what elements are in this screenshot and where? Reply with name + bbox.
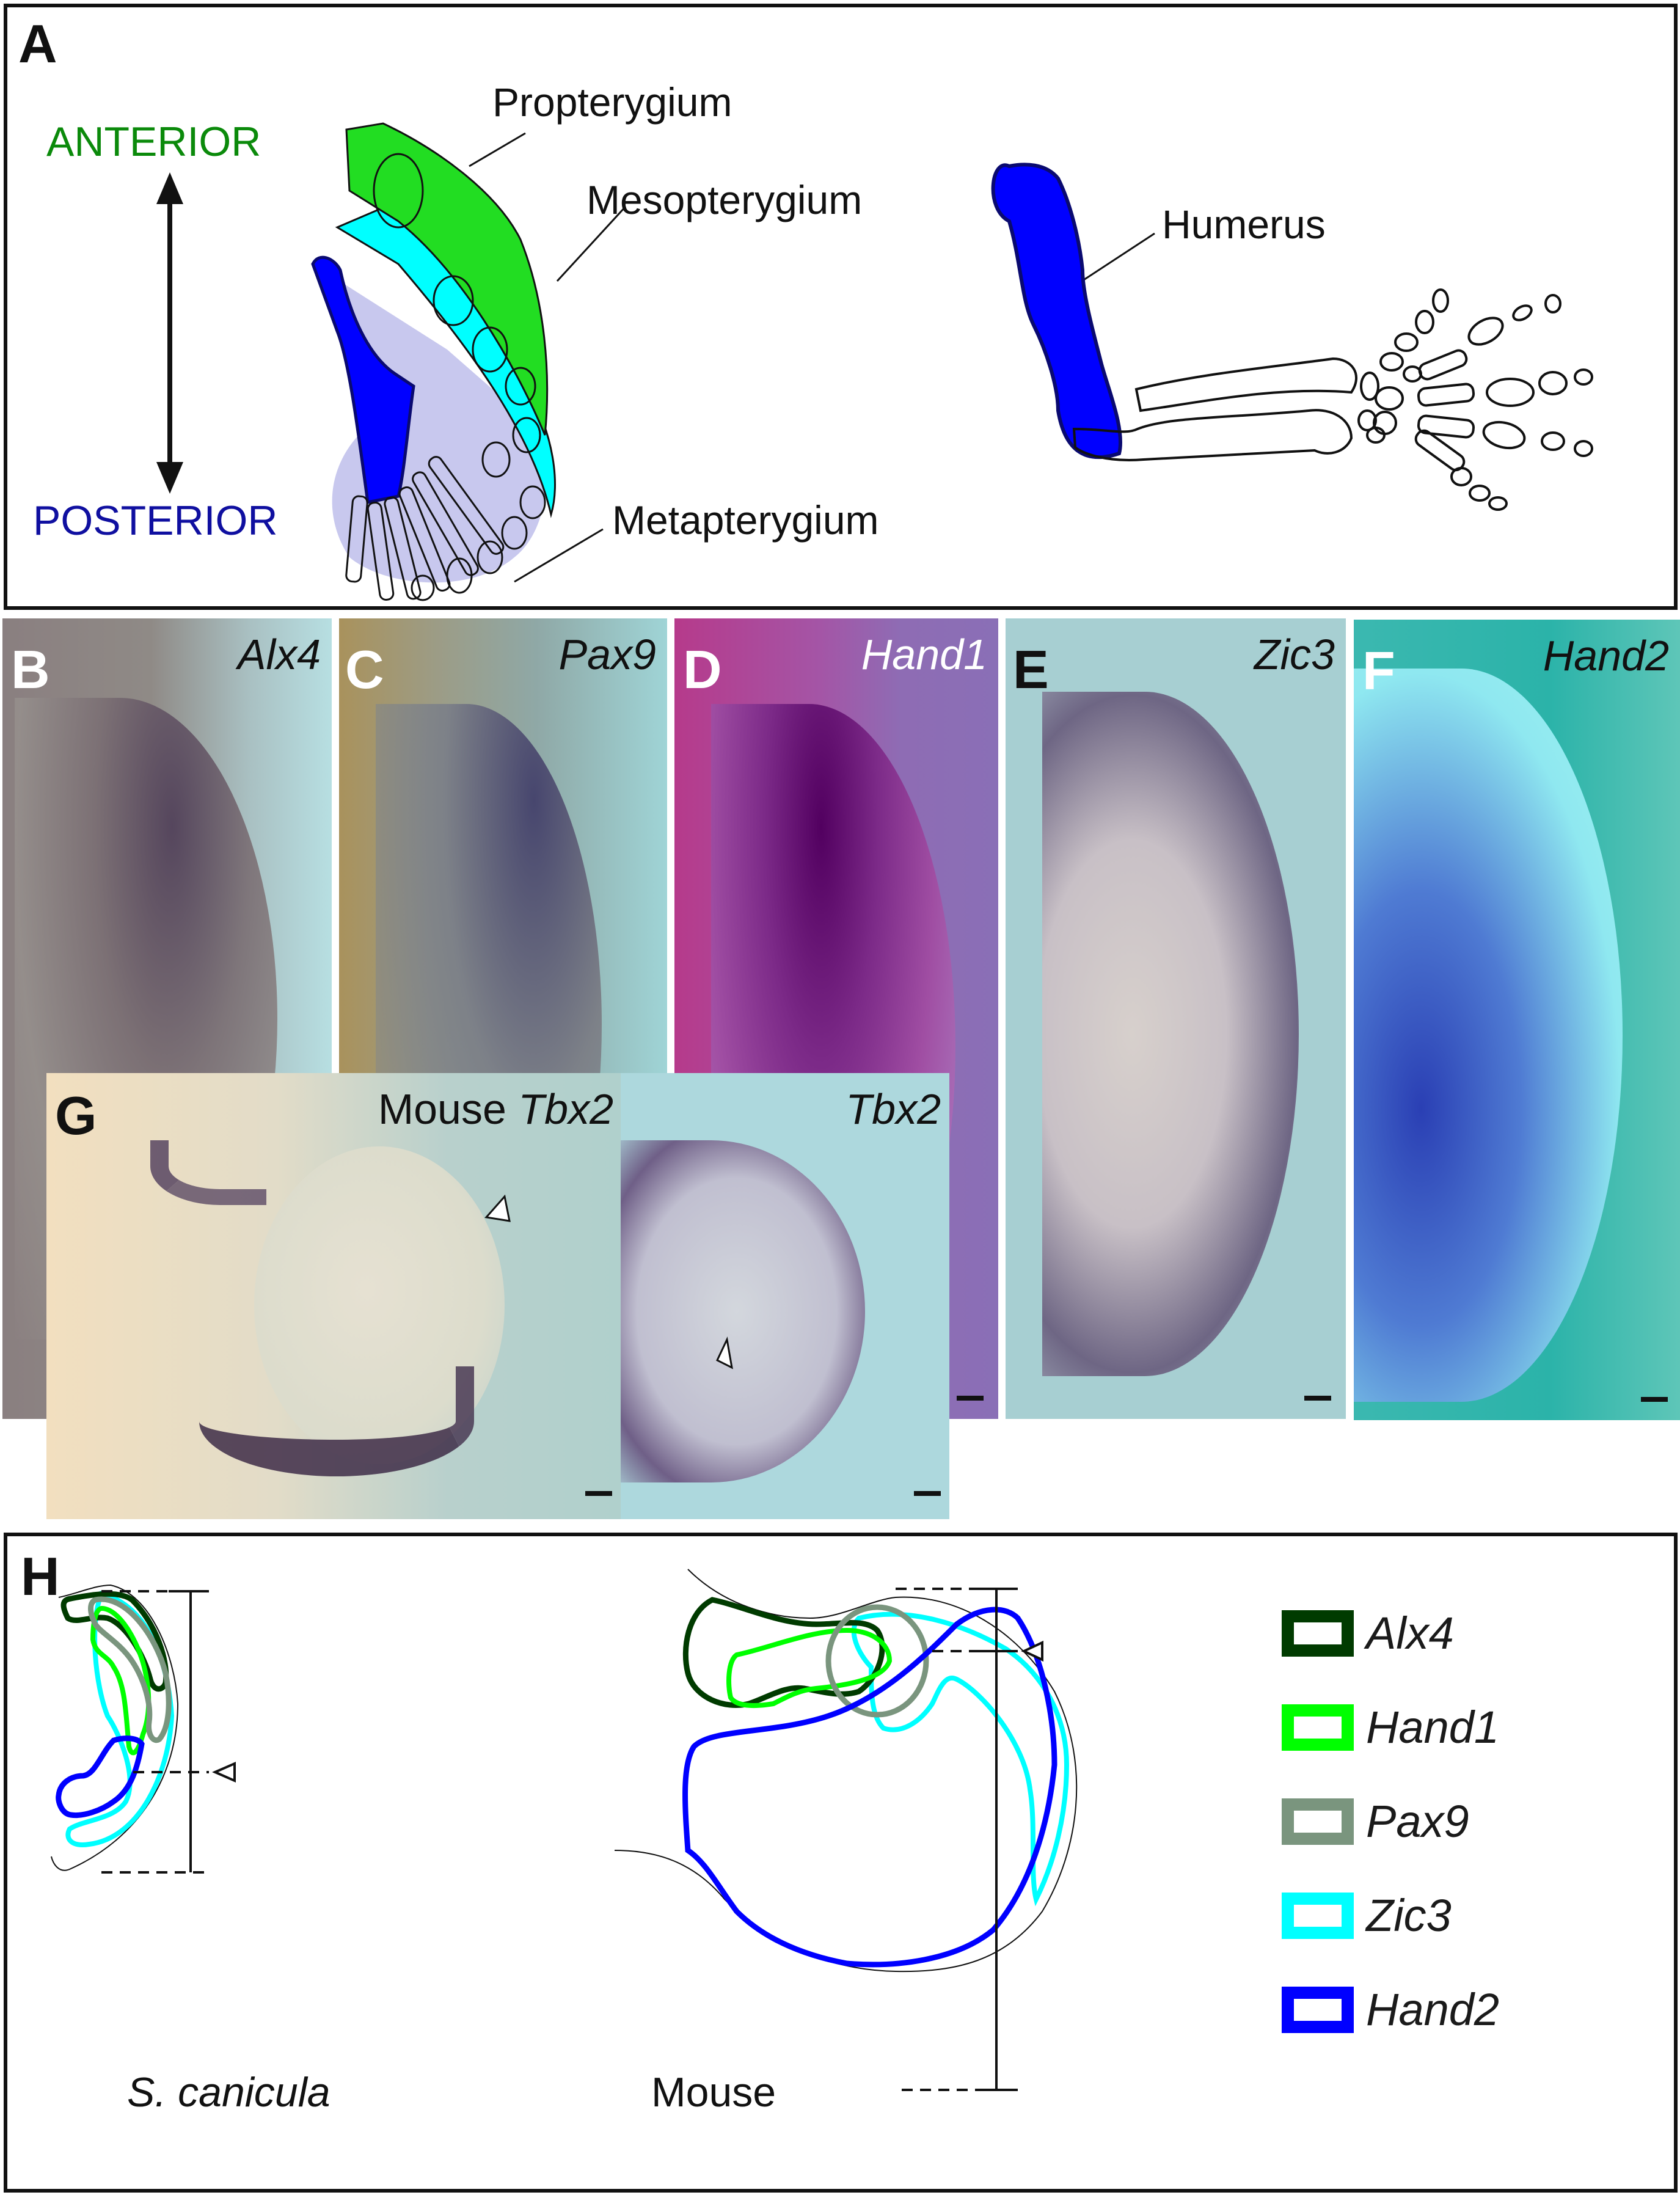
mouse-pax9 [825,1604,929,1718]
tbx2-stain-posterior [199,1366,474,1476]
panel-a: A ANTERIOR POSTERIOR Propterygium Mesopt… [4,4,1678,610]
legend-label: Hand1 [1366,1702,1500,1753]
photo-panel-g-mouse: G Mouse Tbx2 [46,1073,621,1519]
shark-hand2 [56,1735,145,1819]
gene-name: Tbx2 [518,1085,613,1133]
mouse-limb-diagram [991,163,1593,511]
legend-swatch-pax9 [1282,1798,1354,1845]
legend-label: Zic3 [1366,1890,1452,1941]
fin-bud [621,1140,865,1482]
mouse-hand2 [682,1607,1057,1968]
fin-stain [1354,669,1623,1402]
mouse-hand1 [726,1627,893,1708]
panel-d-label: D [683,639,722,700]
forearm-and-digit-bones [1072,288,1593,511]
panel-c-label: C [345,639,384,700]
panel-g-right-gene: Tbx2 [845,1085,941,1133]
shark-alx4 [60,1591,169,1692]
legend-item-zic3: Zic3 [1282,1889,1452,1941]
propterygium-region [345,122,549,436]
scale-bar [585,1491,612,1496]
panel-e-gene: Zic3 [1254,631,1335,678]
shark-fin-outline [51,1584,179,1871]
legend-label: Hand2 [1366,1984,1500,2035]
propterygium-label: Propterygium [492,79,732,125]
panel-h: H [4,1533,1678,2193]
scale-bar [1641,1397,1668,1402]
species-label-mouse: Mouse [651,2069,776,2116]
scale-bar [1304,1396,1331,1401]
anterior-label: ANTERIOR [46,119,261,165]
panel-e-label: E [1013,639,1049,700]
humerus-label: Humerus [1162,202,1326,247]
anterior-posterior-arrow [156,172,183,494]
legend-item-alx4: Alx4 [1282,1607,1454,1659]
panel-f-label: F [1362,640,1395,701]
scale-bar [957,1396,984,1401]
shark-fin-diagram [311,122,1155,601]
posterior-label: POSTERIOR [33,497,278,544]
legend-item-pax9: Pax9 [1282,1795,1469,1847]
legend-swatch-alx4 [1282,1610,1354,1657]
legend-label: Pax9 [1366,1796,1469,1847]
photo-panel-f: F Hand2 [1354,620,1680,1420]
mouse-boundary-arrowhead [1021,1640,1043,1662]
panel-d-gene: Hand1 [861,631,987,678]
legend-swatch-hand1 [1282,1704,1354,1751]
panel-h-label: H [21,1546,60,1607]
scale-bar [914,1491,941,1496]
expression-schematic [51,1569,1078,2091]
panel-c-gene: Pax9 [558,631,656,678]
mesopterygium-label: Mesopterygium [586,177,863,222]
legend-swatch-zic3 [1282,1892,1354,1939]
panel-a-label: A [18,13,57,74]
panel-g-left-title: Mouse Tbx2 [378,1088,613,1130]
legend-item-hand2: Hand2 [1282,1984,1499,2036]
arrowhead-marker [484,1194,511,1222]
tbx2-stain-anterior [150,1140,266,1205]
basal-element [311,255,415,504]
mouse-zic3 [851,1611,1070,1907]
species-prefix: Mouse [378,1085,519,1133]
photo-panel-g-shark: Tbx2 [621,1073,949,1519]
panel-g-label: G [55,1085,97,1146]
species-label-shark: S. canicula [127,2069,331,2116]
panel-f-gene: Hand2 [1543,632,1669,680]
photo-panel-e: E Zic3 [1006,618,1346,1419]
panel-b-gene: Alx4 [237,631,321,678]
shark-boundary-arrowhead [212,1761,236,1783]
shark-hand1 [90,1605,152,1756]
fin-stain [1042,692,1299,1376]
shark-pax9 [88,1596,172,1743]
panel-b-label: B [11,639,50,700]
fin-radials [345,153,546,601]
metapterygium-label: Metapterygium [612,497,879,543]
arrowhead-marker [716,1336,733,1369]
legend-label: Alx4 [1366,1608,1454,1658]
legend-swatch-hand2 [1282,1986,1354,2033]
humerus-bone [991,163,1122,460]
legend-item-hand1: Hand1 [1282,1701,1499,1753]
